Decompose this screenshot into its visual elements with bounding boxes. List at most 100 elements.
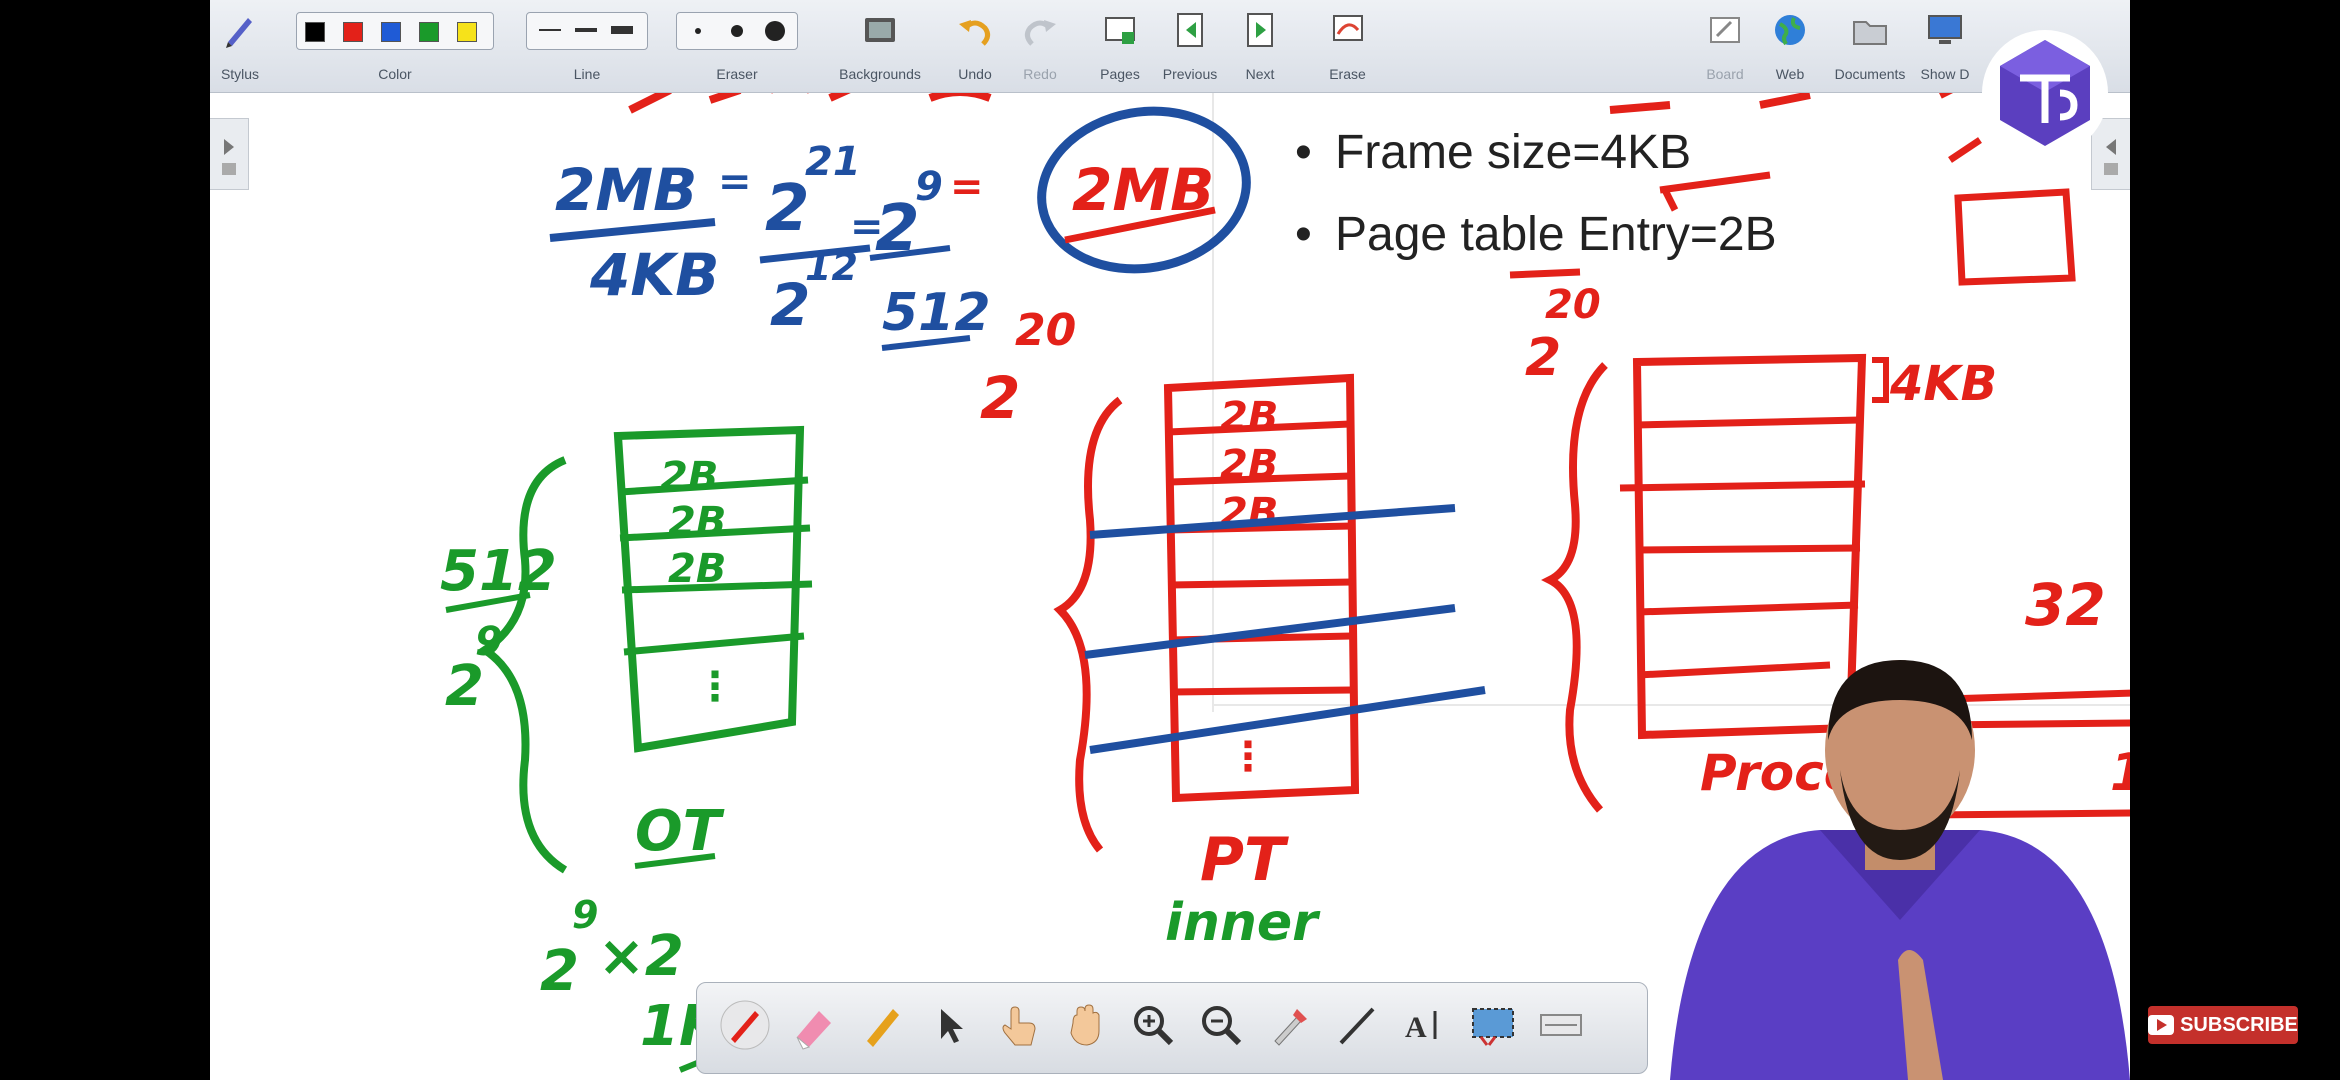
redo-button[interactable]: Redo [1010,6,1070,86]
presenter-webcam [1670,660,2130,1080]
board-button[interactable]: Board [1695,6,1755,86]
previous-page-button[interactable]: Previous [1155,6,1225,86]
brace [477,456,568,874]
slide-divider [1212,92,1214,712]
eraser-size-picker[interactable]: Eraser [672,6,802,86]
hand-pointer-icon[interactable] [989,997,1045,1053]
highlighter-icon[interactable] [785,997,841,1053]
erase-all-button[interactable]: Erase [1315,6,1380,86]
documents-button[interactable]: Documents [1830,6,1910,86]
offset-bits: 12 [2110,743,2130,803]
fraction-bar [549,218,716,242]
ot-calc-tail: ×2 [598,924,684,989]
pow-21-exp: 21 [805,139,861,185]
more-tools-icon[interactable] [1533,997,1589,1053]
outer-table [613,425,805,753]
equals-sign: = [950,164,984,210]
swatch-black[interactable] [305,22,325,42]
table-row-divider [621,580,813,594]
arrow-left-icon [2104,139,2118,175]
folder-icon [1853,21,1887,45]
fraction-bar [759,244,871,264]
slide-divider [1212,704,2130,706]
calc-numerator: 2MB [555,156,697,224]
table-row-divider [1637,661,1831,679]
redo-icon [1024,20,1056,46]
pow-12-exp: 12 [805,245,858,289]
pte-value: 2B [1717,208,1777,261]
subscribe-button[interactable]: SUBSCRIBE [2148,1006,2298,1044]
drawing-tools-bar: A [696,982,1648,1074]
undo-icon [959,20,991,46]
line-widths [526,12,648,50]
pages-button[interactable]: Pages [1090,6,1150,86]
outer-entry: 2B [660,454,718,500]
undo-button[interactable]: Undo [945,6,1005,86]
subscribe-label: SUBSCRIBE [2180,1013,2298,1036]
table-row-divider [1169,472,1351,486]
show-desktop-button[interactable]: Show D [1915,6,1975,86]
pages-icon [1105,17,1135,44]
web-button[interactable]: Web [1760,6,1820,86]
pow-12-base: 2 [770,271,810,339]
pow-20-exp: 20 [1015,305,1076,356]
text-tool-icon[interactable]: A [1397,997,1453,1053]
pan-hand-icon[interactable] [1057,997,1113,1053]
circle-highlight [1037,106,1251,274]
color-picker[interactable]: Color [290,6,500,86]
table-row-divider [1171,686,1353,696]
pow-21-base: 2 [765,172,810,246]
outer-pow-base: 2 [445,654,484,719]
table-row-divider [1167,420,1351,436]
line-width-picker[interactable]: Line [522,6,652,86]
table-row-divider [1636,416,1861,429]
pen-icon[interactable] [717,997,773,1053]
partition-line [1084,604,1456,659]
channel-logo [1982,30,2108,156]
outer-pow-exp: 9 [475,619,503,665]
inner-entry: 2B [1220,490,1278,536]
next-page-button[interactable]: Next [1230,6,1290,86]
swatch-yellow[interactable] [457,22,477,42]
backgrounds-button[interactable]: Backgrounds [830,6,930,86]
outer-entry: 2B [668,499,726,545]
zoom-out-icon[interactable] [1193,997,1249,1053]
outer-count: 512 [440,539,557,604]
ot-calc-exp: 9 [572,893,598,937]
frame-size-text: Frame size=4KB [1335,126,1692,179]
pow-20-base: 2 [1525,328,1561,388]
inner-entry: 2B [1220,394,1278,440]
whiteboard-toolbar: Stylus Color Line [210,0,2130,93]
left-panel-toggle[interactable] [210,118,249,190]
globe-icon [1775,15,1805,46]
line-tool-icon[interactable] [1329,997,1385,1053]
table-row-divider [1169,578,1353,589]
swatch-green[interactable] [419,22,439,42]
slide-bullet-2: •Page table Entry=2B [1295,208,1777,261]
address-bits: 32 [2025,571,2106,639]
color-swatches [296,12,494,50]
underline [1064,206,1216,244]
zoom-in-icon[interactable] [1125,997,1181,1053]
table-row-divider [1637,601,1859,616]
outer-table-label: OT [635,799,725,864]
stylus-tool[interactable]: Stylus [210,6,270,86]
swatch-blue[interactable] [381,22,401,42]
arrow-right-icon [222,139,236,175]
stylus-icon [226,18,252,48]
monitor-icon [1928,15,1962,44]
screen-capture-icon[interactable] [1465,997,1521,1053]
ot-calc-base: 2 [540,939,579,1004]
pipette-icon[interactable] [1261,997,1317,1053]
youtube-play-icon [2148,1015,2175,1035]
select-arrow-icon[interactable] [921,997,977,1053]
previous-icon [1177,13,1203,47]
table-row-divider [619,524,811,542]
eraser-sizes [676,12,798,50]
erase-icon [1332,15,1363,41]
right-panel-toggle[interactable] [2091,118,2130,190]
pow-20-base: 2 [980,364,1020,432]
marker-icon[interactable] [853,997,909,1053]
swatch-red[interactable] [343,22,363,42]
inner-entry: 2B [1220,442,1278,488]
